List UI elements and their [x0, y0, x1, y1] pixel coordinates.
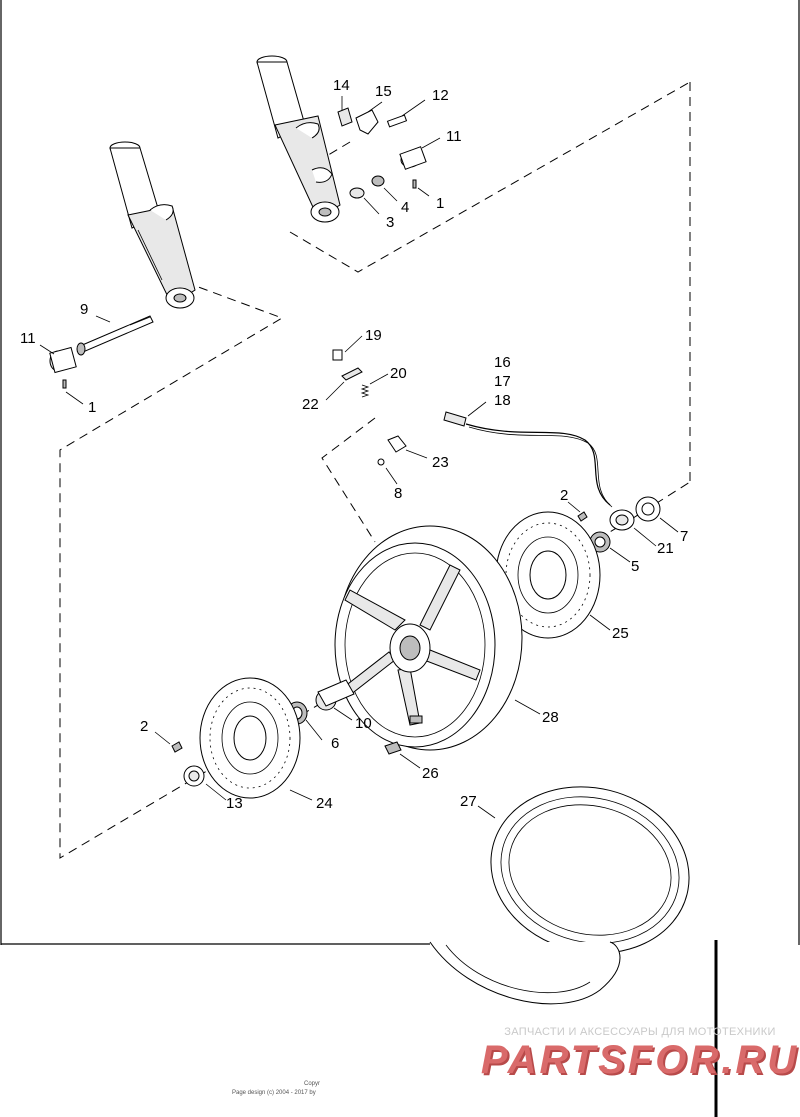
callout-17: 17: [494, 373, 511, 390]
valve-body: [341, 367, 363, 381]
rotor-screw-right: [577, 511, 588, 522]
callout-23: 23: [432, 454, 449, 471]
callout-10: 10: [355, 715, 372, 732]
front-axle: [76, 315, 154, 356]
callout-19: 19: [365, 327, 382, 344]
rotor-screw-left: [171, 741, 183, 753]
callout-16: 16: [494, 354, 511, 371]
wheel-spacer-left: [183, 765, 205, 787]
callout-15: 15: [375, 83, 392, 100]
callout-27: 27: [460, 793, 477, 810]
callout-20: 20: [390, 365, 407, 382]
watermark-tagline: ЗАПЧАСТИ И АКСЕССУАРЫ ДЛЯ МОТОТЕХНИКИ: [504, 1026, 776, 1038]
brake-rotor-right: [495, 511, 601, 639]
callout-numbers: 14 15 12 11 4 1 3 9 11 1 19 20 22 16 17 …: [20, 77, 688, 812]
callout-5: 5: [631, 558, 639, 575]
partsfor-watermark: ЗАПЧАСТИ И АКСЕССУАРЫ ДЛЯ МОТОТЕХНИКИ PA…: [480, 1026, 800, 1082]
balance-weight: [384, 741, 402, 755]
callout-24: 24: [316, 795, 333, 812]
callout-1: 1: [436, 195, 444, 212]
callout-6: 6: [331, 735, 339, 752]
callout-18: 18: [494, 392, 511, 409]
left-fork-slider: [109, 141, 196, 309]
abs-sensor-cable: [443, 411, 613, 508]
valve-elbow: [387, 435, 407, 453]
abs-encoder-ring: [609, 509, 635, 531]
callout-22: 22: [302, 396, 319, 413]
callout-11: 11: [20, 330, 36, 347]
callout-4: 4: [401, 199, 409, 216]
callout-28: 28: [542, 709, 559, 726]
callout-8: 8: [394, 485, 402, 502]
valve-grommet: [377, 458, 385, 466]
callout-12: 12: [432, 87, 449, 104]
set-screw-upper: [412, 179, 417, 189]
hub-spacer-sleeve: [315, 679, 355, 711]
front-tire: [429, 786, 690, 1005]
watermark-brand-logo: PARTSFOR.RU: [480, 1038, 800, 1082]
callout-25: 25: [612, 625, 629, 642]
callout-21: 21: [657, 540, 674, 557]
callout-13: 13: [226, 795, 243, 812]
callout-9: 9: [80, 301, 88, 318]
axle-spacer-left: [49, 346, 77, 374]
valve-cap: [332, 349, 343, 361]
callout-3: 3: [386, 214, 394, 231]
callout-26: 26: [422, 765, 439, 782]
pinch-bolt-nut: [371, 175, 385, 187]
callout-1: 1: [88, 399, 96, 416]
bracket-screw: [386, 114, 408, 128]
wheel-spacer-right: [635, 496, 661, 522]
callout-11: 11: [446, 128, 462, 145]
callout-7: 7: [680, 528, 688, 545]
footer-page-design: Page design (c) 2004 - 2017 by: [232, 1090, 316, 1096]
valve-spring: [360, 384, 370, 398]
footer-copyright: Copyr: [304, 1081, 321, 1087]
callout-14: 14: [333, 77, 350, 94]
right-fork-slider: [256, 55, 341, 223]
set-screw-left: [62, 379, 67, 389]
callout-2: 2: [140, 718, 148, 735]
leader-lines: [39, 96, 679, 819]
axle-spacer-bushing: [399, 146, 427, 170]
brake-rotor-left: [199, 677, 301, 799]
pinch-bolt-washer: [349, 187, 365, 199]
wheel-rim: [334, 525, 523, 751]
speed-sensor-bracket: [337, 107, 379, 135]
callout-2: 2: [560, 487, 568, 504]
